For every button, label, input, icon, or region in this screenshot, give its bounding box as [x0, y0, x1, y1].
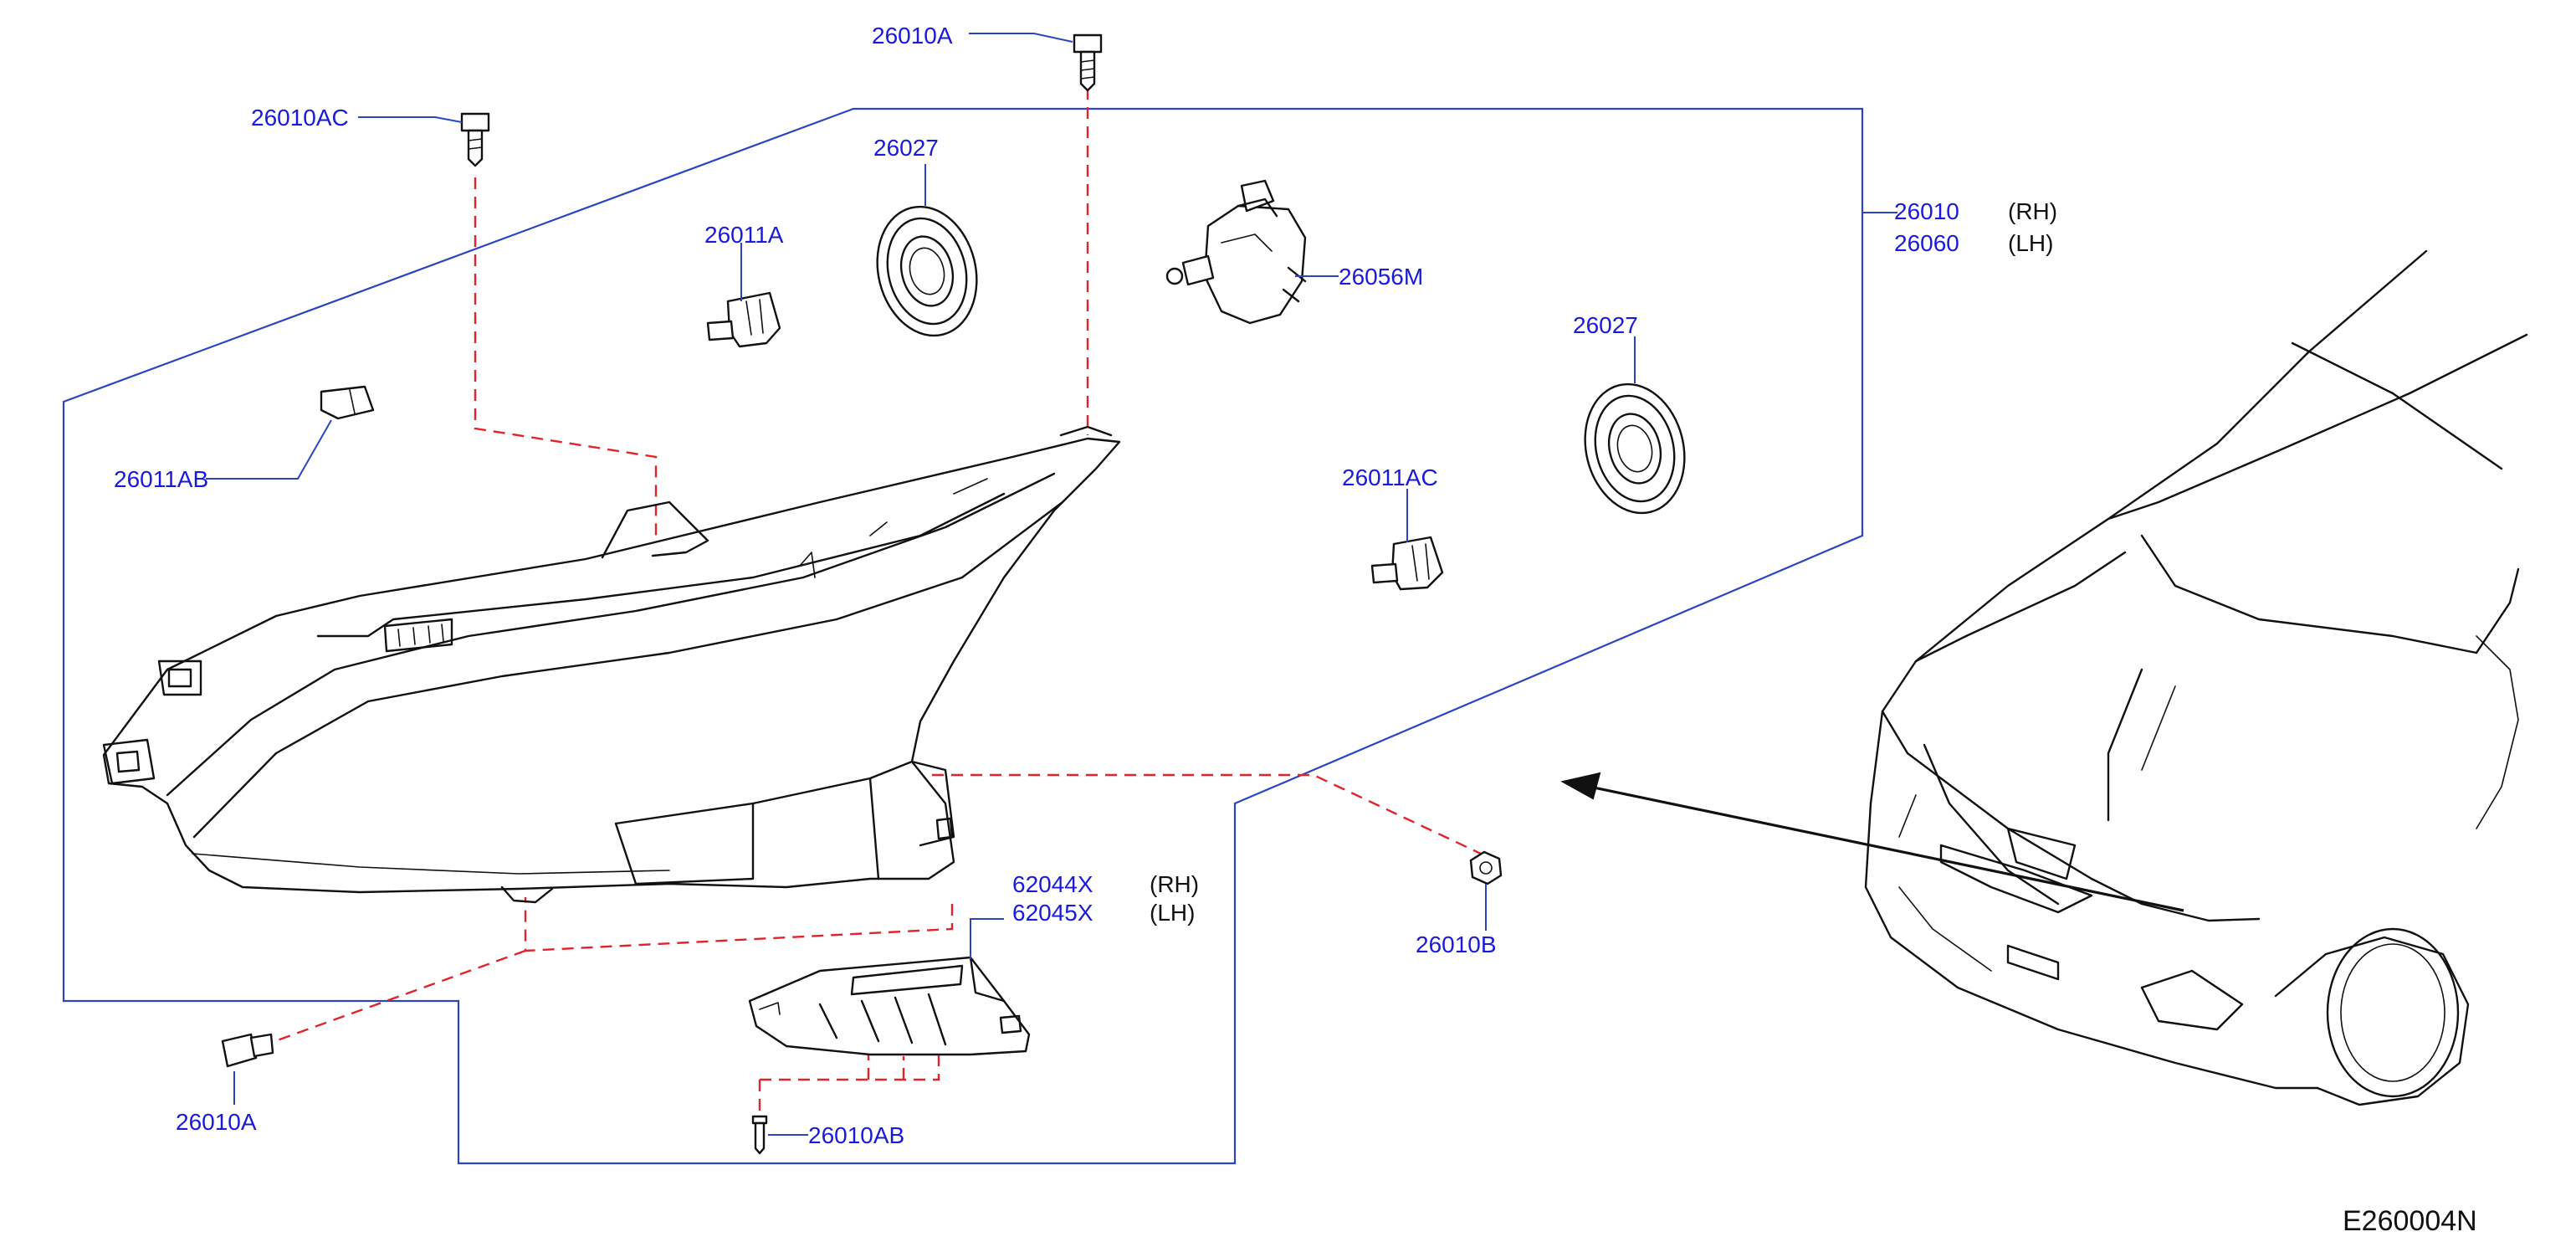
dust-cap-26027-b [1584, 382, 1686, 515]
callout-26010AB: 26010AB [808, 1122, 904, 1148]
assembly-frame [62, 107, 1864, 1165]
leader-lines [206, 33, 1897, 1136]
bolt-26010AC [460, 112, 490, 167]
callout-62045X-side: (LH) [1150, 900, 1195, 926]
direction-arrow [1560, 772, 2184, 912]
bulb-cap-26011AB [320, 385, 375, 420]
bulb-socket-26011AC [1370, 536, 1444, 591]
callout-26010A-bottom: 26010A [176, 1109, 257, 1135]
diagram-code: E260004N [2343, 1205, 2477, 1237]
callout-26011A: 26011A [704, 222, 784, 248]
callout-26011AC: 26011AC [1342, 464, 1438, 490]
bolt-26010A-top [1073, 33, 1103, 92]
callout-26010-side: (RH) [2008, 198, 2057, 224]
nut-26010B [1469, 850, 1503, 885]
callout-62044X-side: (RH) [1150, 871, 1199, 897]
screw-26010AB [751, 1115, 768, 1155]
callout-62044X: 62044X [1012, 871, 1093, 897]
callout-26010AC: 26010AC [251, 105, 349, 131]
callout-26056M: 26056M [1339, 264, 1423, 290]
callout-26027-b: 26027 [1573, 312, 1638, 338]
leveling-motor-26056M [1165, 179, 1307, 325]
callout-26027-a: 26027 [873, 135, 939, 161]
callout-26010: 26010 [1894, 198, 1959, 224]
callout-26011AB: 26011AB [114, 466, 208, 492]
bolt-26010A-bottom [221, 1033, 274, 1068]
callout-26060: 26060 [1894, 230, 1959, 256]
dust-cap-26027-a [876, 205, 978, 337]
callout-26010B: 26010B [1416, 932, 1497, 957]
callout-26060-side: (LH) [2008, 230, 2053, 256]
callout-62045X: 62045X [1012, 900, 1093, 926]
headlamp-assembly [102, 425, 1121, 904]
bracket-62044X [748, 956, 1031, 1056]
vehicle-outline [1864, 249, 2528, 1106]
bulb-socket-26011A [706, 291, 781, 348]
callout-26010A-top: 26010A [872, 23, 953, 49]
